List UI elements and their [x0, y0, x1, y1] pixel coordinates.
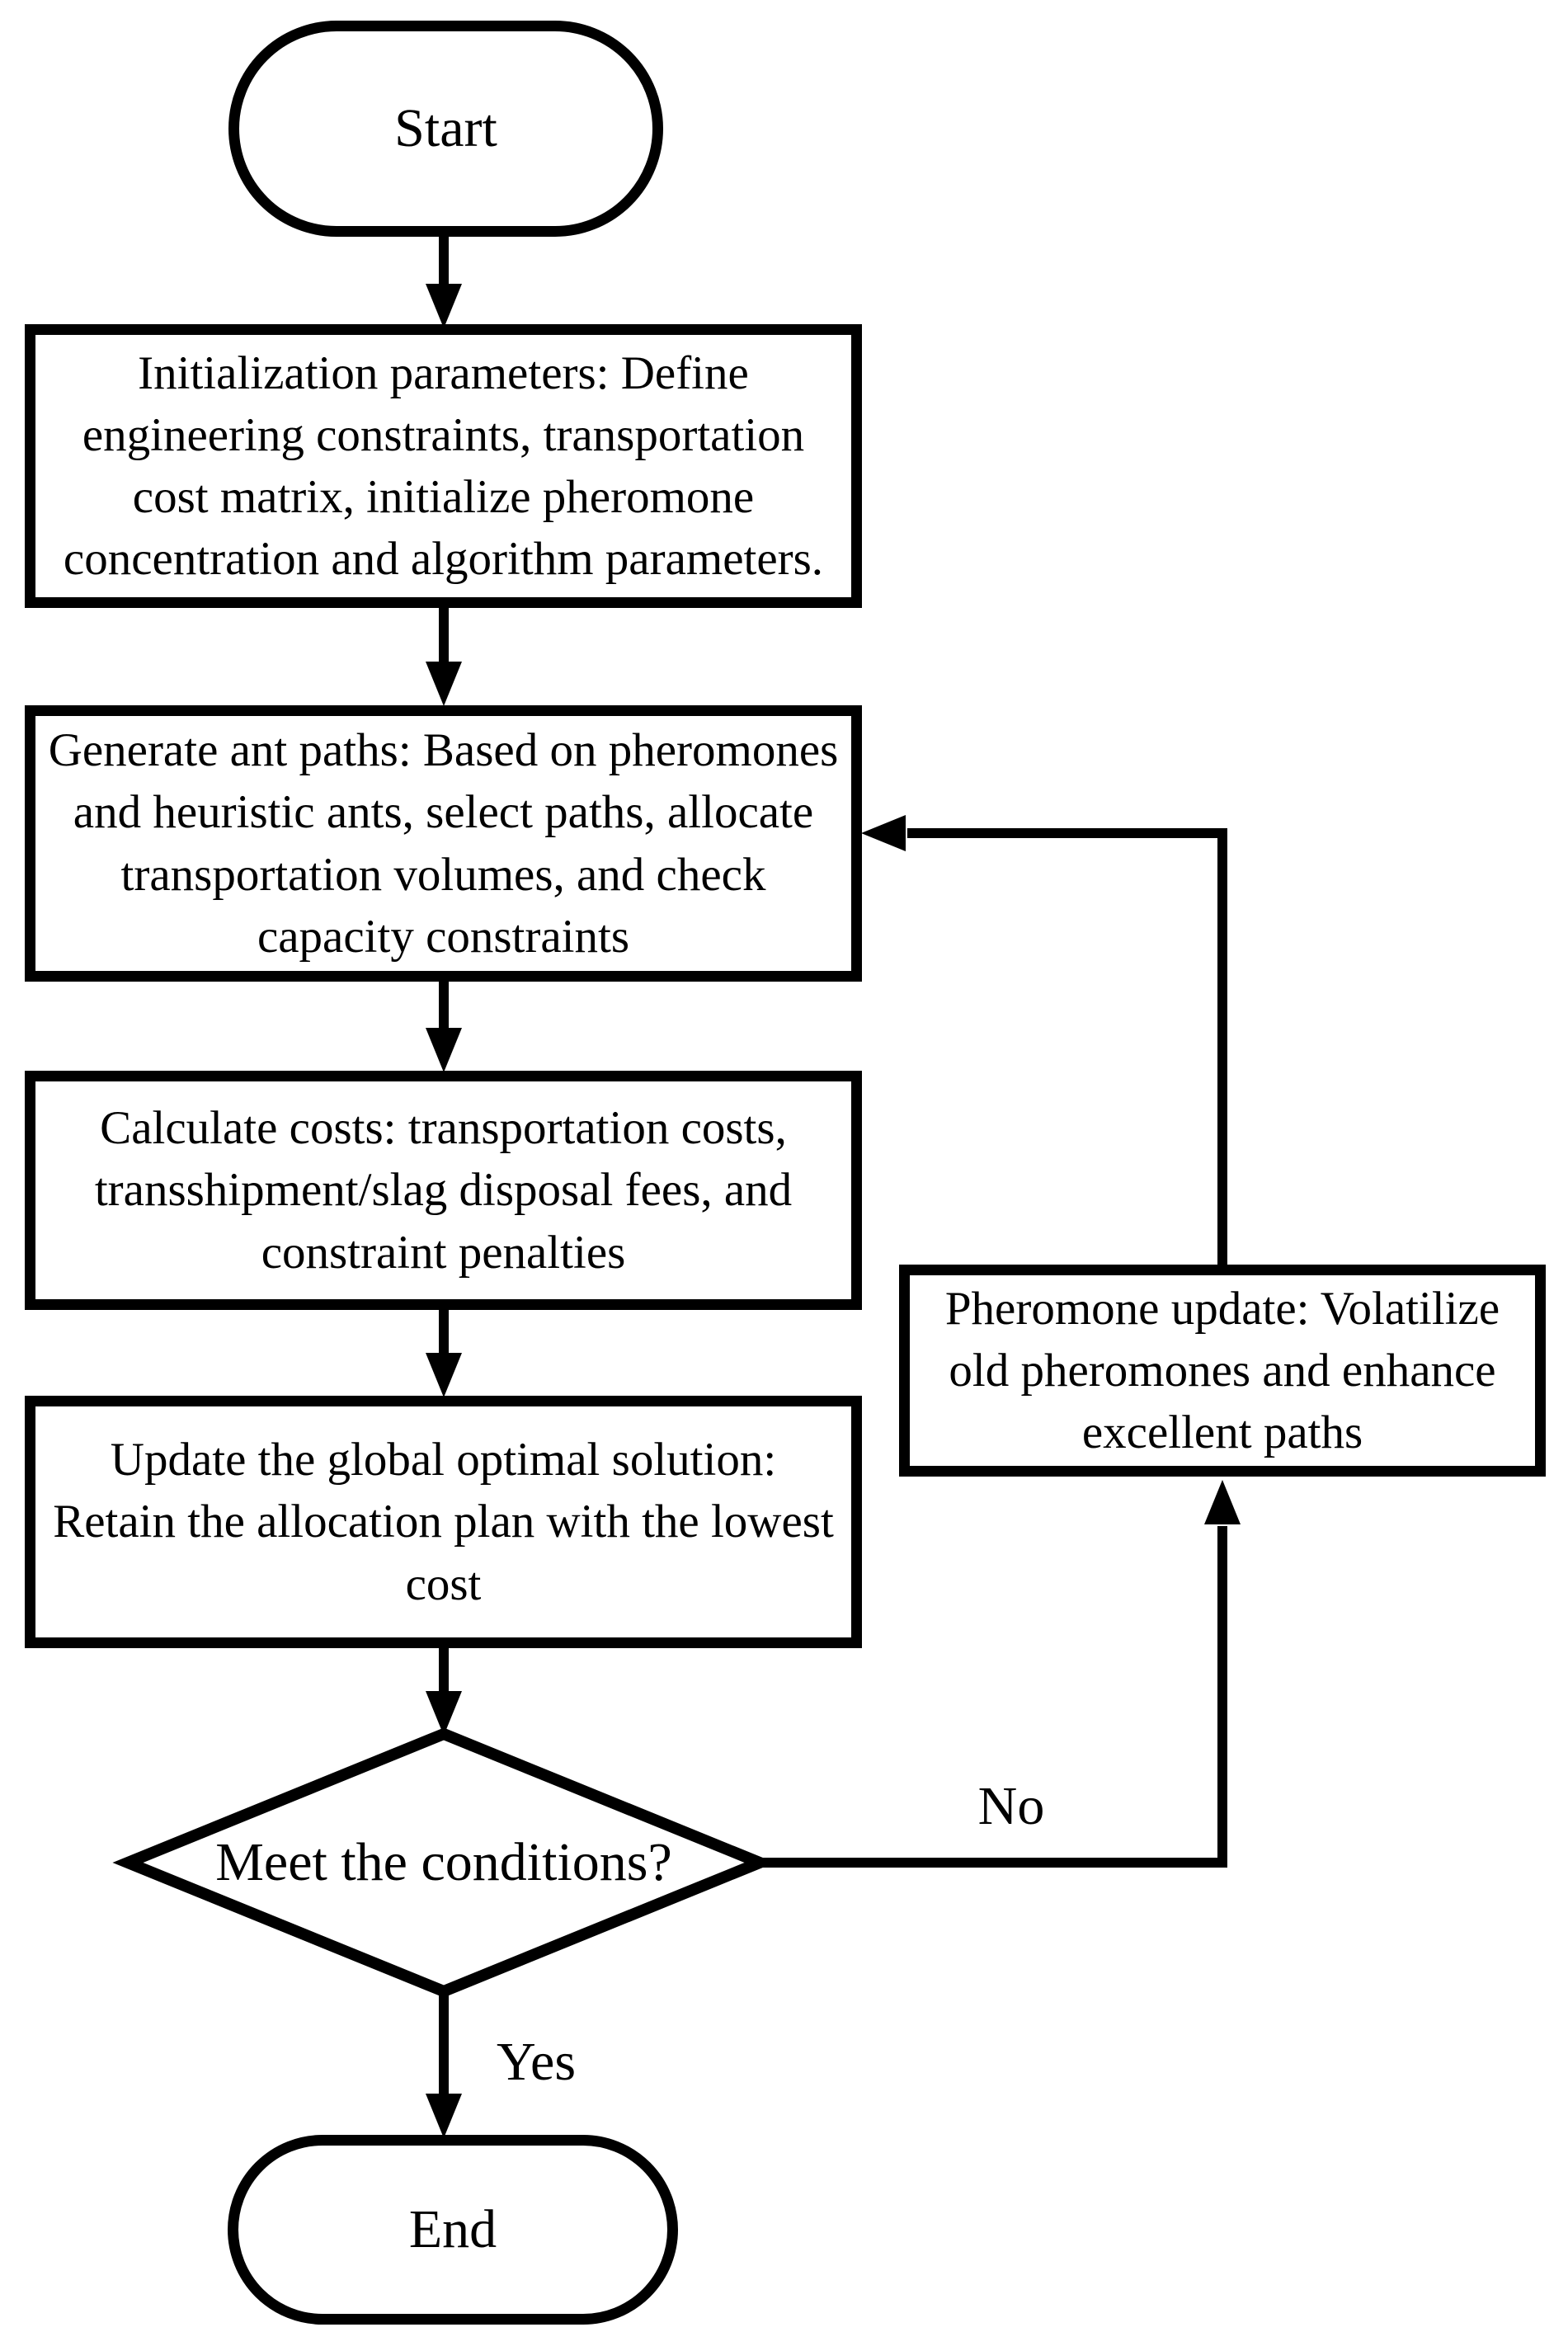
node-start: Start: [228, 21, 663, 237]
end-label: End: [408, 2199, 497, 2259]
edge-start-to-init: [426, 231, 462, 328]
node-pheromone-update: Pheromone update: Volatilize old pheromo…: [899, 1265, 1546, 1477]
node-end: End: [228, 2135, 678, 2325]
arrowhead-left-icon: [861, 815, 906, 851]
node-initialization-parameters: Initialization parameters: Define engine…: [25, 324, 862, 608]
decision-label: Meet the conditions?: [215, 1832, 672, 1892]
edge-decision-yes-to-end: [426, 1988, 462, 2138]
arrowhead-down-icon: [426, 1353, 462, 1397]
decision-meet-conditions: Meet the conditions?: [196, 1826, 691, 1900]
edge-init-to-generate: [426, 605, 462, 706]
calculate-costs-label: Calculate costs: transportation costs, t…: [94, 1102, 793, 1279]
node-update-global-optimal-solution: Update the global optimal solution: Reta…: [25, 1396, 862, 1648]
pheromone-update-label: Pheromone update: Volatilize old pheromo…: [944, 1282, 1500, 1459]
decision-diamond-shape: [112, 1727, 775, 1998]
arrowhead-down-icon: [426, 662, 462, 706]
initialization-label: Initialization parameters: Define engine…: [63, 346, 824, 586]
arrowhead-down-icon: [426, 2094, 462, 2138]
node-calculate-costs: Calculate costs: transportation costs, t…: [25, 1071, 862, 1310]
arrowhead-up-icon: [1204, 1480, 1241, 1524]
start-label: Start: [394, 98, 497, 158]
edge-generate-to-calculate: [426, 978, 462, 1072]
edge-calculate-to-update: [426, 1307, 462, 1397]
edge-decision-no-to-pheromone: [756, 1480, 1241, 1868]
edge-pheromone-to-generate: [861, 815, 1227, 1266]
update-global-optimal-label: Update the global optimal solution: Reta…: [53, 1434, 834, 1610]
edge-update-to-decision: [426, 1645, 462, 1736]
arrowhead-down-icon: [426, 1028, 462, 1072]
edge-label-yes: Yes: [496, 2032, 577, 2092]
node-generate-ant-paths: Generate ant paths: Based on pheromones …: [25, 705, 862, 982]
arrowhead-down-icon: [426, 284, 462, 328]
edge-label-no: No: [977, 1776, 1045, 1836]
generate-ant-paths-label: Generate ant paths: Based on pheromones …: [48, 724, 839, 963]
arrowhead-down-icon: [426, 1691, 462, 1736]
